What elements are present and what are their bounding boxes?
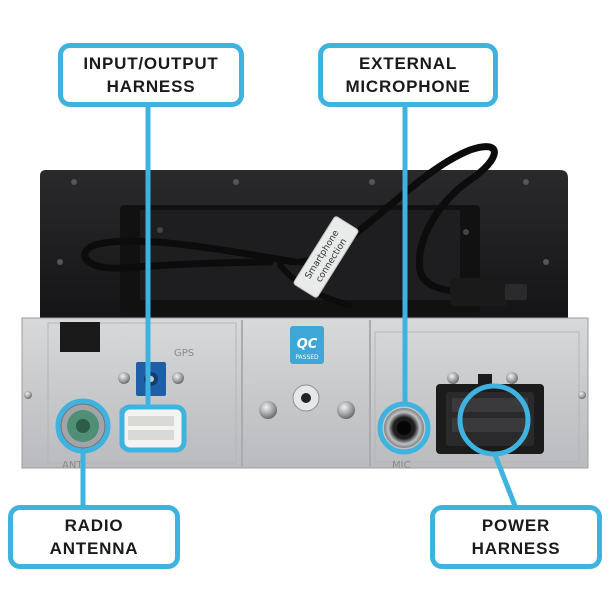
callout-mic-line2: MICROPHONE [345, 77, 471, 96]
antenna-connector: ANT [60, 403, 106, 471]
usb-plug [450, 278, 527, 306]
callout-mic-line1: EXTERNAL [358, 54, 457, 73]
io-harness-socket [119, 407, 183, 449]
antenna-label: ANT [62, 460, 83, 471]
input-output-harness-callout: INPUT/OUTPUT HARNESS [58, 43, 244, 107]
qc-badge: QC PASSED [290, 326, 324, 364]
callout-pwr-line2: HARNESS [471, 539, 561, 558]
center-jack [259, 384, 355, 419]
radio-antenna-callout: RADIO ANTENNA [8, 505, 180, 569]
external-microphone-callout: EXTERNAL MICROPHONE [318, 43, 498, 107]
qc-badge-title: QC [297, 337, 318, 352]
mic-label: MIC [392, 460, 411, 471]
power-harness-callout: POWER HARNESS [430, 505, 602, 569]
qc-badge-subtitle: PASSED [295, 354, 319, 361]
callout-io-line1: INPUT/OUTPUT [83, 54, 219, 73]
gps-label: GPS [174, 348, 194, 359]
callout-ant-line2: ANTENNA [49, 539, 139, 558]
callout-leaders [55, 107, 531, 507]
mic-jack: MIC [384, 408, 424, 471]
callout-io-line2: HARNESS [106, 77, 196, 96]
callout-ant-line1: RADIO [64, 516, 124, 535]
callout-pwr-line1: POWER [481, 516, 551, 535]
